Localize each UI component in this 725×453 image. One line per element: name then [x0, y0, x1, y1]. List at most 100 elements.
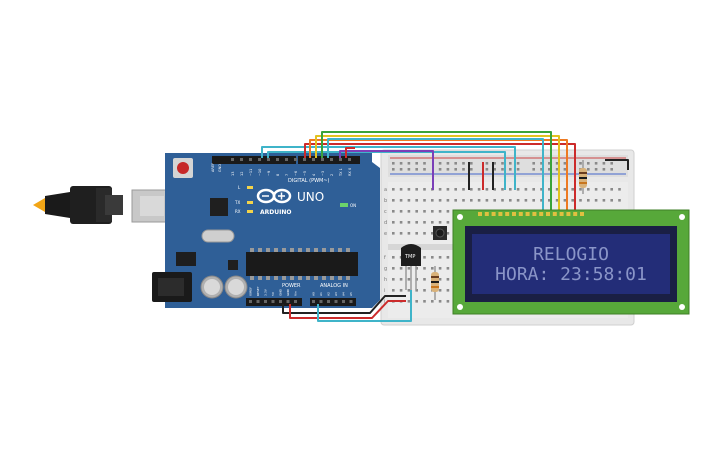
power-pin-label: 3.3V [264, 288, 268, 296]
row-letter-i: i [384, 288, 385, 294]
digital-pin-label: ~5 [303, 171, 307, 176]
digital-pin-7[interactable] [294, 158, 297, 161]
power-pin-1[interactable] [256, 300, 260, 303]
power-pin-2[interactable] [264, 300, 267, 303]
row-letter-h: h [384, 277, 387, 283]
digital-pin-label: TX 1 [339, 168, 343, 177]
analog-pin-a5[interactable] [349, 300, 353, 303]
lcd-pin [478, 212, 482, 216]
lcd-pin [505, 212, 510, 216]
digital-pin-3[interactable] [258, 158, 261, 161]
digital-pin-label: 13 [231, 172, 235, 176]
digital-pin-label: 8 [276, 174, 280, 176]
power-pin-label: IOREF [249, 287, 253, 296]
analog-pin-a0[interactable] [312, 300, 315, 303]
analog-pin-label: A3 [334, 292, 338, 296]
analog-pin-a1[interactable] [319, 300, 323, 303]
digital-pin-1[interactable] [240, 158, 243, 161]
digital-pin-13[interactable] [348, 158, 351, 161]
lcd-pins [478, 212, 584, 216]
row-letter-d: d [384, 220, 387, 226]
temperature-sensor: TMP [401, 244, 421, 290]
power-pin-6[interactable] [294, 300, 297, 303]
power-pin-3[interactable] [271, 300, 275, 303]
lcd-pin [484, 212, 489, 216]
row-letter-c: c [384, 209, 387, 215]
wire-cyan-1 [261, 146, 516, 190]
digital-pin-5[interactable] [276, 158, 279, 161]
wire-5v [289, 300, 406, 319]
lcd-pin [525, 212, 530, 216]
power-pin-label: GND [286, 288, 290, 296]
analog-pin-a2[interactable] [327, 300, 330, 303]
wire-red-1 [304, 143, 576, 212]
analog-pin-a3[interactable] [334, 300, 338, 303]
lcd-pin [512, 212, 516, 216]
lcd-pin [559, 212, 564, 216]
power-pin-5[interactable] [286, 300, 290, 303]
arduino-logo [256, 188, 292, 204]
power-pin-label: 5V [271, 291, 275, 296]
digital-pin-6[interactable] [285, 158, 288, 161]
pushbutton[interactable] [433, 226, 447, 240]
resistor-bottom [431, 266, 439, 300]
digital-pin-11[interactable] [330, 158, 333, 161]
analog-pin-label: A5 [349, 292, 353, 296]
analog-header [310, 298, 356, 306]
digital-pin-0[interactable] [231, 158, 234, 161]
aref-label: AREF [211, 163, 215, 172]
digital-pin-10[interactable] [321, 158, 324, 161]
wire-yellow [315, 135, 560, 212]
lcd-pin [573, 212, 578, 216]
arduino-brand-label: ARDUINO [260, 209, 291, 216]
lcd-pin [518, 212, 523, 216]
analog-pin-a4[interactable] [342, 300, 345, 303]
digital-pin-label: ~6 [294, 171, 298, 176]
power-label: POWER [282, 283, 301, 289]
power-pin-label: RESET [256, 286, 260, 296]
digital-pin-label: RX 0 [348, 168, 352, 176]
lcd-pin [539, 212, 544, 216]
wires [261, 131, 629, 322]
lcd-pin [532, 212, 537, 216]
tx-led-label: TX [234, 200, 240, 205]
lcd-pin [498, 212, 503, 216]
sensor-label: TMP [404, 254, 415, 260]
atmega-chip [246, 252, 358, 276]
digital-pin-label: ~3 [321, 171, 325, 176]
power-pin-label: Vin [294, 291, 298, 296]
digital-pin-label: 4 [312, 173, 316, 176]
lcd-pin [546, 212, 550, 216]
digital-pin-9[interactable] [312, 158, 315, 161]
row-letter-b: b [384, 198, 387, 204]
gnd-label: GND [218, 164, 222, 172]
lcd-pin [552, 212, 557, 216]
lcd-pin [491, 212, 496, 216]
digital-header-right [298, 156, 360, 164]
digital-header-left [212, 156, 296, 164]
row-letter-e: e [384, 231, 387, 237]
on-led-label: ON [350, 203, 356, 208]
wire-gnd [282, 295, 406, 314]
digital-pin-4[interactable] [267, 158, 270, 161]
arduino-model-label: UNO [297, 190, 324, 204]
power-pin-label: GND [279, 288, 283, 296]
wire-red-2 [345, 147, 355, 158]
power-pin-0[interactable] [249, 300, 252, 303]
row-letter-g: g [384, 266, 387, 272]
analog-pin-label: A1 [319, 292, 323, 296]
rx-led-label: RX [235, 209, 241, 214]
row-letter-j: j [383, 299, 385, 305]
wire-a0 [317, 290, 412, 322]
digital-pin-8[interactable] [303, 158, 306, 161]
digital-pin-label: 2 [330, 174, 334, 176]
usb-cable [33, 186, 171, 224]
lcd-line-2: HORA: 23:58:01 [495, 264, 647, 285]
power-pin-4[interactable] [279, 300, 282, 303]
digital-pin-12[interactable] [339, 158, 342, 161]
digital-pin-label: ~9 [267, 171, 271, 176]
digital-pin-2[interactable] [249, 158, 252, 161]
